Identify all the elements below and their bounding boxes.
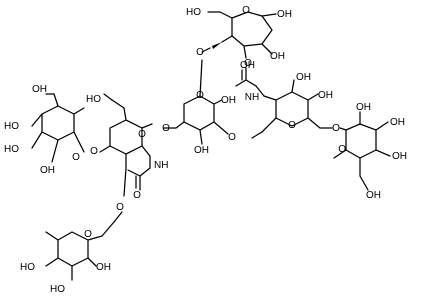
label-carbonyl-o-right: O — [244, 58, 252, 69]
label-glycosidic-o-center-right: O — [228, 132, 236, 143]
label-oh-fucose-c2: OH — [96, 262, 111, 273]
label-ho-top-ch2oh: HO — [186, 7, 201, 18]
bottom-fucose-ring — [45, 211, 123, 281]
label-ho-left-gal-c4: HO — [4, 121, 19, 132]
label-glycosidic-o-center-left: O — [162, 123, 170, 134]
far-right-hexose-ring — [333, 111, 391, 191]
left-galactose-ring — [31, 93, 85, 163]
label-oh-left-gal-c2: OH — [40, 165, 55, 176]
center-hexose-ring — [163, 59, 229, 145]
top-hexose-ring — [201, 11, 277, 59]
label-ring-o-top: O — [242, 5, 250, 16]
label-ring-o-left-gal: O — [72, 152, 80, 163]
label-oh-right-c4: OH — [318, 90, 333, 101]
label-glycosidic-o-left: O — [90, 146, 98, 157]
label-ho-fucose-c3: HO — [50, 284, 65, 295]
label-nh-left: NH — [154, 160, 168, 171]
label-oh-center-c4: OH — [194, 145, 209, 156]
label-oh-left-glcnac-ch2oh: HO — [86, 94, 101, 105]
label-oh-far-right-ch2oh: OH — [366, 190, 381, 201]
label-glycosidic-o-top: O — [196, 47, 204, 58]
label-oh-far-right-c4: OH — [392, 151, 407, 162]
label-ring-o-center: O — [196, 90, 204, 101]
label-oh-top-anomeric: OH — [277, 9, 292, 20]
left-glcnac-ring — [99, 93, 153, 197]
label-ring-o-fucose: O — [84, 229, 92, 240]
label-ho-fucose-c4: HO — [20, 262, 35, 273]
label-oh-left-gal-ch2oh: OH — [32, 84, 47, 95]
label-oh-top-c3: OH — [270, 51, 285, 62]
label-oh-center-c2: OH — [221, 95, 236, 106]
label-oh-right-c3: OH — [296, 72, 311, 83]
label-glycosidic-o-bottom: O — [116, 202, 124, 213]
label-carbonyl-o-left: O — [133, 190, 141, 201]
right-glcnac-ring — [235, 67, 333, 139]
label-nh-right: NH — [245, 92, 259, 103]
label-glycosidic-o-far-right: O — [332, 123, 340, 134]
label-ring-o-left-glcnac: O — [138, 129, 146, 140]
label-ring-o-far-right: O — [338, 144, 346, 155]
label-oh-top-c2: OH — [240, 60, 255, 71]
label-oh-far-right-c2: OH — [356, 102, 371, 113]
label-oh-far-right-c3: OH — [390, 117, 405, 128]
label-ho-left-gal-c3: HO — [4, 144, 19, 155]
label-ring-o-right: O — [288, 120, 296, 131]
